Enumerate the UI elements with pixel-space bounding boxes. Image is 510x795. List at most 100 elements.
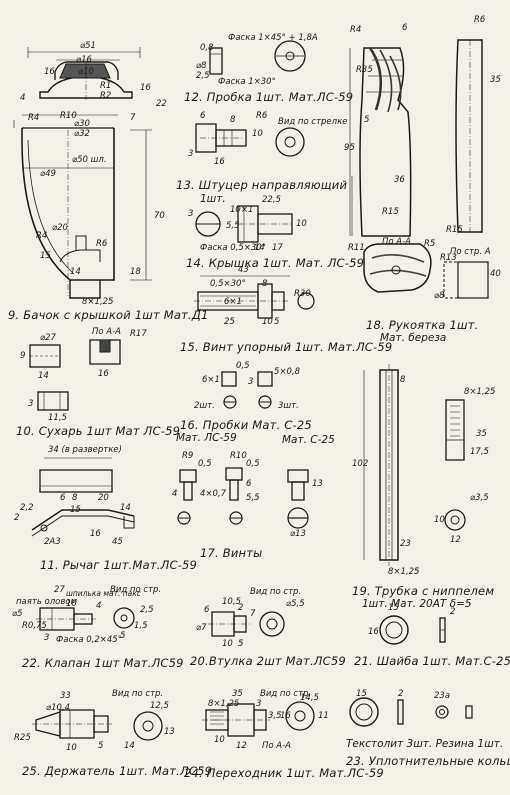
part-18-caption-material: Мат. береза xyxy=(380,332,447,344)
dim: 4 xyxy=(172,489,178,499)
dim: ⌀10 xyxy=(78,67,94,77)
dim: 2 xyxy=(398,689,404,699)
dim: 5,5 xyxy=(226,221,240,231)
dim: 1,5 xyxy=(134,621,148,631)
solder-label: паять оловом xyxy=(16,597,77,607)
dim: 17,5 xyxy=(470,447,489,457)
dim: 8 xyxy=(400,375,406,385)
part-24-caption: 24. Переходник 1шт. Мат.ЛС-59 xyxy=(184,766,384,780)
dim: R30 xyxy=(294,289,311,299)
dim: 16 xyxy=(44,67,55,77)
dim: 15 xyxy=(356,689,367,699)
qty-2-label: 2шт. xyxy=(194,401,215,411)
view-label-13: Вид по стрелке xyxy=(278,117,348,127)
dim: 9 xyxy=(20,351,26,361)
dim: 6×1 xyxy=(202,375,220,385)
qty-3-label: 3шт. xyxy=(278,401,299,411)
dim: 2,5 xyxy=(196,71,210,81)
part-9-caption: 9. Бачок с крышкой 1шт Мат.Д1 xyxy=(8,308,209,322)
part-19-tube-drawing xyxy=(363,364,466,566)
part-16-caption: 16. Пробки Мат. С-25 xyxy=(180,418,312,432)
dim: 10 xyxy=(262,317,273,327)
dim: 14,5 xyxy=(300,693,319,703)
part-11-caption: 11. Рычаг 1шт.Мат.ЛС-59 xyxy=(40,558,198,572)
dim: 20 xyxy=(98,493,109,503)
dim: R6 xyxy=(474,15,486,25)
dim: 0,5×30° xyxy=(210,279,246,289)
dim: 12 xyxy=(236,741,247,751)
view-label-18: По стр. А xyxy=(450,247,491,257)
dim: ⌀32 xyxy=(74,129,90,139)
part-21-washer-drawing xyxy=(379,615,446,645)
dim: 2 xyxy=(14,513,20,523)
part-25-caption: 25. Держатель 1шт. Мат.ЛС59 xyxy=(22,764,213,778)
dim: 23 xyxy=(400,539,411,549)
dim: R4 xyxy=(350,25,362,35)
dim: 4 xyxy=(20,93,26,103)
dim: ⌀27 xyxy=(40,333,56,343)
view-label-24: Вид по стр. xyxy=(260,689,312,699)
dim: 11 xyxy=(318,711,329,721)
chamfer-label-1: Фаска 1×45° + 1,8А xyxy=(228,33,318,43)
part-14-cover-drawing xyxy=(195,205,293,243)
dim: 35 xyxy=(232,689,243,699)
part-17-screws-drawing xyxy=(177,467,309,529)
dim: 0,5 xyxy=(198,459,212,469)
dim: 8 xyxy=(72,493,78,503)
part-15-caption: 15. Винт упорный 1шт. Мат.ЛС-59 xyxy=(180,340,393,354)
dim: 43 xyxy=(238,265,249,275)
dim: 22 xyxy=(156,99,167,109)
part-22-caption: 22. Клапан 1шт Мат.ЛС59 xyxy=(22,656,184,670)
dim: R1 xyxy=(100,81,112,91)
section-label-18: По А-А xyxy=(382,237,411,247)
dim: 14 xyxy=(254,243,265,253)
unfold-label: 34 (в развертке) xyxy=(48,445,122,455)
part-23-rings-drawing xyxy=(349,697,473,727)
dim: R6 xyxy=(96,239,108,249)
dim: 14 xyxy=(70,267,81,277)
dim: 10,5 xyxy=(222,597,241,607)
dim: 22,5 xyxy=(262,195,281,205)
dim: 10×1 xyxy=(230,205,254,215)
dim: 6 xyxy=(60,493,66,503)
dim: 10 xyxy=(66,743,77,753)
dim: 45 xyxy=(112,537,123,547)
dim: 2 xyxy=(238,603,244,613)
dim: R5 xyxy=(424,239,436,249)
dim: 5,5 xyxy=(246,493,260,503)
dim: 5 xyxy=(98,741,104,751)
dim: 6 xyxy=(246,479,252,489)
dim: 14 xyxy=(120,503,131,513)
dim: 18 xyxy=(130,267,141,277)
dim: 10 xyxy=(66,599,77,609)
dim: 0,5 xyxy=(236,361,250,371)
view-label-25: Вид по стр. xyxy=(112,689,164,699)
dim: 3,5 xyxy=(268,711,282,721)
dim: 3 xyxy=(44,633,50,643)
dim: R4 xyxy=(28,113,40,123)
dim: ⌀5 xyxy=(12,609,23,619)
dim: 16 xyxy=(214,157,225,167)
dim: R11 xyxy=(348,243,365,253)
dim: 3 xyxy=(188,209,194,219)
dim: 5 xyxy=(274,317,280,327)
dim: 17 xyxy=(272,243,283,253)
dim: 25 xyxy=(224,317,235,327)
dim: 5 xyxy=(364,115,370,125)
dim: 6×1 xyxy=(224,297,242,307)
part-23-caption: 23. Уплотнительные кольца xyxy=(346,754,510,768)
dim: R10 xyxy=(60,111,77,121)
dim: ⌀5,5 xyxy=(286,599,305,609)
dim: 8 xyxy=(230,115,236,125)
dim: 7 xyxy=(130,113,136,123)
dim: 102 xyxy=(352,459,369,469)
dim: 10 xyxy=(252,129,263,139)
dim: 11,5 xyxy=(48,413,67,423)
dim: 8×1,25 xyxy=(208,699,240,709)
dim: 16 xyxy=(90,529,101,539)
part-13-union-drawing xyxy=(195,123,305,157)
dim: R15 xyxy=(446,225,463,235)
dim: 6 xyxy=(402,23,408,33)
dim: ⌀16 xyxy=(76,55,92,65)
dim: 15 xyxy=(40,251,51,261)
